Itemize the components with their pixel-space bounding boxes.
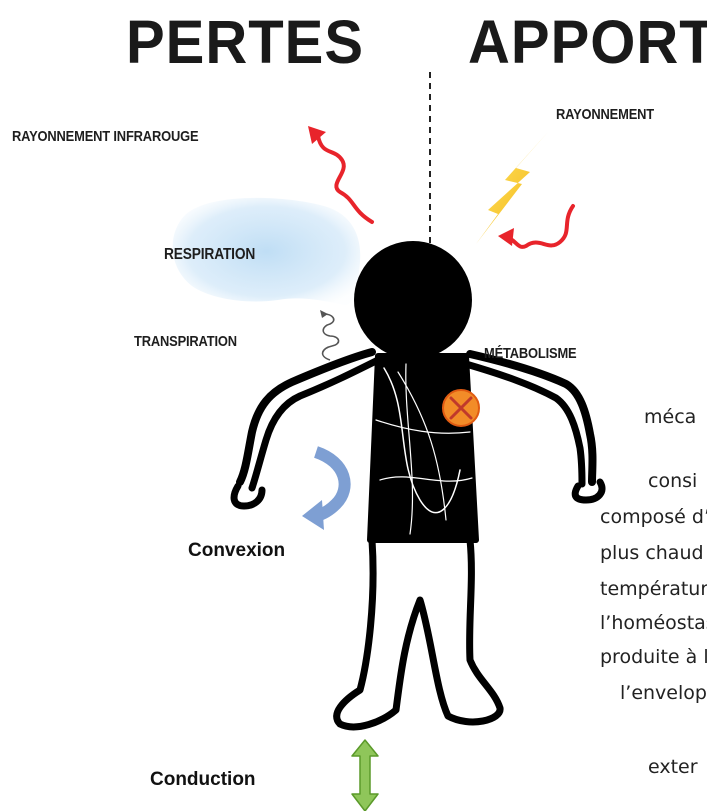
infrared-label: RAYONNEMENT INFRAROUGE xyxy=(12,128,198,145)
bg-text-line: produite à l’in xyxy=(600,648,707,667)
transpiration-label: TRANSPIRATION xyxy=(134,333,237,350)
figure-body xyxy=(234,352,602,727)
respiration-label: RESPIRATION xyxy=(164,246,255,264)
bg-text-line: méca xyxy=(644,408,696,427)
gains-title: APPORT xyxy=(468,13,707,74)
radiation-label: RAYONNEMENT xyxy=(556,106,654,123)
figure-head xyxy=(354,241,472,359)
bg-text-line: température p xyxy=(600,580,707,599)
curved-arrow-icon xyxy=(302,452,345,530)
bg-text-line: composé d’u xyxy=(600,508,707,527)
lightning-icon xyxy=(476,132,548,244)
bg-text-line: l’homéostasie xyxy=(600,614,707,633)
losses-title: PERTES xyxy=(126,13,364,74)
transpiration-squiggle-icon xyxy=(320,310,339,360)
bg-text-line: l’enveloppe xyxy=(620,684,707,703)
metabolism-label: MÉTABOLISME xyxy=(484,345,576,362)
bg-text-line: consi xyxy=(648,472,697,491)
conduction-label: Conduction xyxy=(150,769,256,791)
convection-label: Convexion xyxy=(188,540,285,562)
double-arrow-icon xyxy=(352,740,378,811)
bg-text-line: exter xyxy=(648,758,698,777)
radiation-wave-icon xyxy=(498,206,573,247)
bg-text-line: plus chaud xyxy=(600,544,704,563)
metabolism-marker-icon xyxy=(443,390,479,426)
